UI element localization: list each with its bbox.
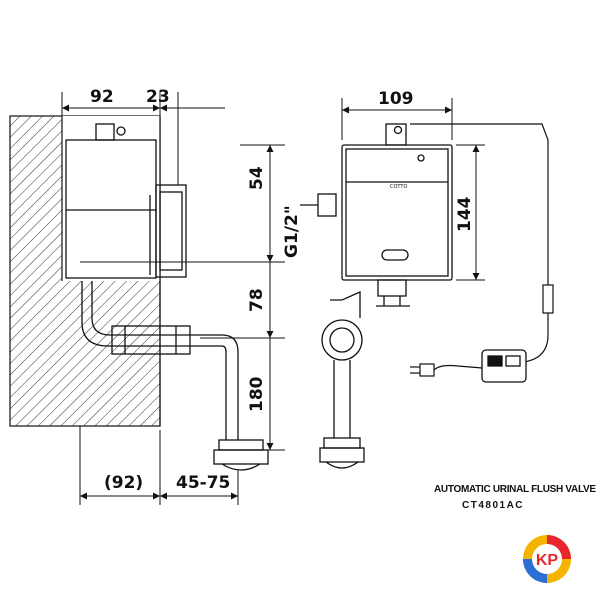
power-adapter [481, 349, 527, 383]
plug-icon [410, 363, 435, 377]
valve-side-view [300, 193, 365, 469]
valve-body-side [65, 123, 269, 471]
dim-mid-drop: 78 [247, 288, 267, 312]
brand-mark: COTTO [390, 184, 407, 190]
power-cable [410, 123, 554, 371]
dim-depth-left: 23 [146, 87, 170, 107]
valve-front-view [341, 123, 453, 307]
dim-height-right: 144 [455, 196, 475, 232]
dim-top-offset: 54 [247, 166, 267, 190]
dim-width-left: 92 [90, 87, 114, 107]
diagram-title: AUTOMATIC URINAL FLUSH VALVE [434, 484, 596, 495]
dim-thread: G1/2" [282, 205, 302, 258]
dim-width-right: 109 [378, 89, 414, 109]
dim-lower-drop: 180 [247, 376, 267, 412]
dimension-lines-left [61, 92, 285, 505]
model-number: CT4801AC [462, 500, 525, 511]
wall-section [9, 115, 161, 427]
dim-wall-depth: (92) [104, 473, 143, 493]
svg-text:KP: KP [536, 552, 559, 569]
dimension-lines-right [341, 98, 485, 281]
dim-pipe-range: 45-75 [176, 473, 230, 493]
kp-logo: KP [523, 535, 571, 583]
